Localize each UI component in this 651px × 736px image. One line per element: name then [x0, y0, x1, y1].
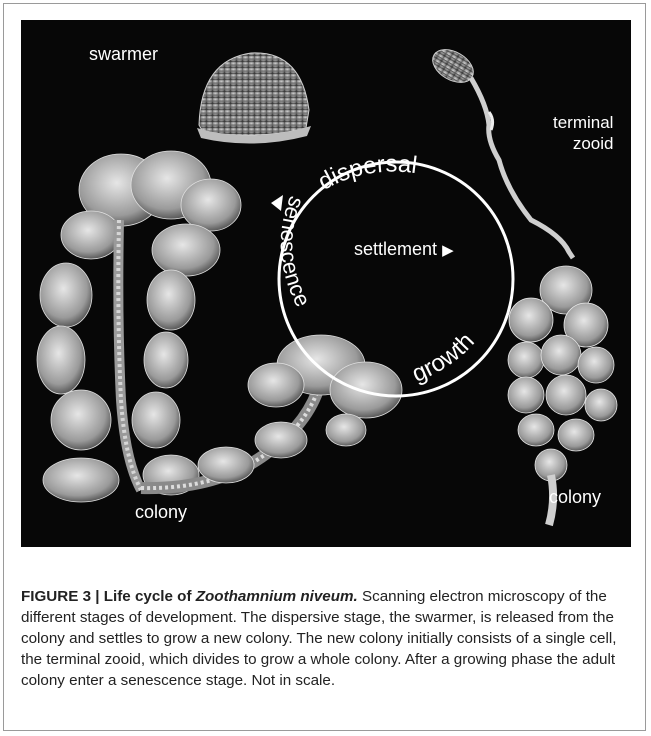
- label-terminal-zooid-line1: terminal: [553, 112, 613, 133]
- settlement-arrow-icon: ▶: [442, 242, 454, 259]
- label-swarmer: swarmer: [89, 45, 158, 63]
- sem-figure-illustration: dispersal senescence growth: [21, 20, 631, 547]
- label-terminal-zooid: terminal zooid: [553, 112, 613, 154]
- cycle-label-growth: growth: [408, 328, 480, 388]
- caption-species: Zoothamnium niveum.: [196, 588, 358, 605]
- cycle-label-dispersal: dispersal: [314, 151, 419, 196]
- swarmer-specimen: [197, 53, 311, 144]
- label-settlement: settlement ▶: [354, 240, 454, 258]
- figure-caption: FIGURE 3 | Life cycle of Zoothamnium niv…: [21, 586, 629, 691]
- label-colony-left: colony: [135, 503, 187, 521]
- label-colony-right: colony: [549, 488, 601, 506]
- caption-figure-label: FIGURE 3 | Life cycle of: [21, 588, 192, 605]
- label-settlement-text: settlement: [354, 239, 437, 259]
- cycle-label-senescence: senescence: [276, 193, 316, 310]
- label-terminal-zooid-line2: zooid: [553, 133, 613, 154]
- left-colony-specimen: [37, 151, 402, 502]
- sem-figure-panel: dispersal senescence growth swarmer term…: [21, 20, 631, 547]
